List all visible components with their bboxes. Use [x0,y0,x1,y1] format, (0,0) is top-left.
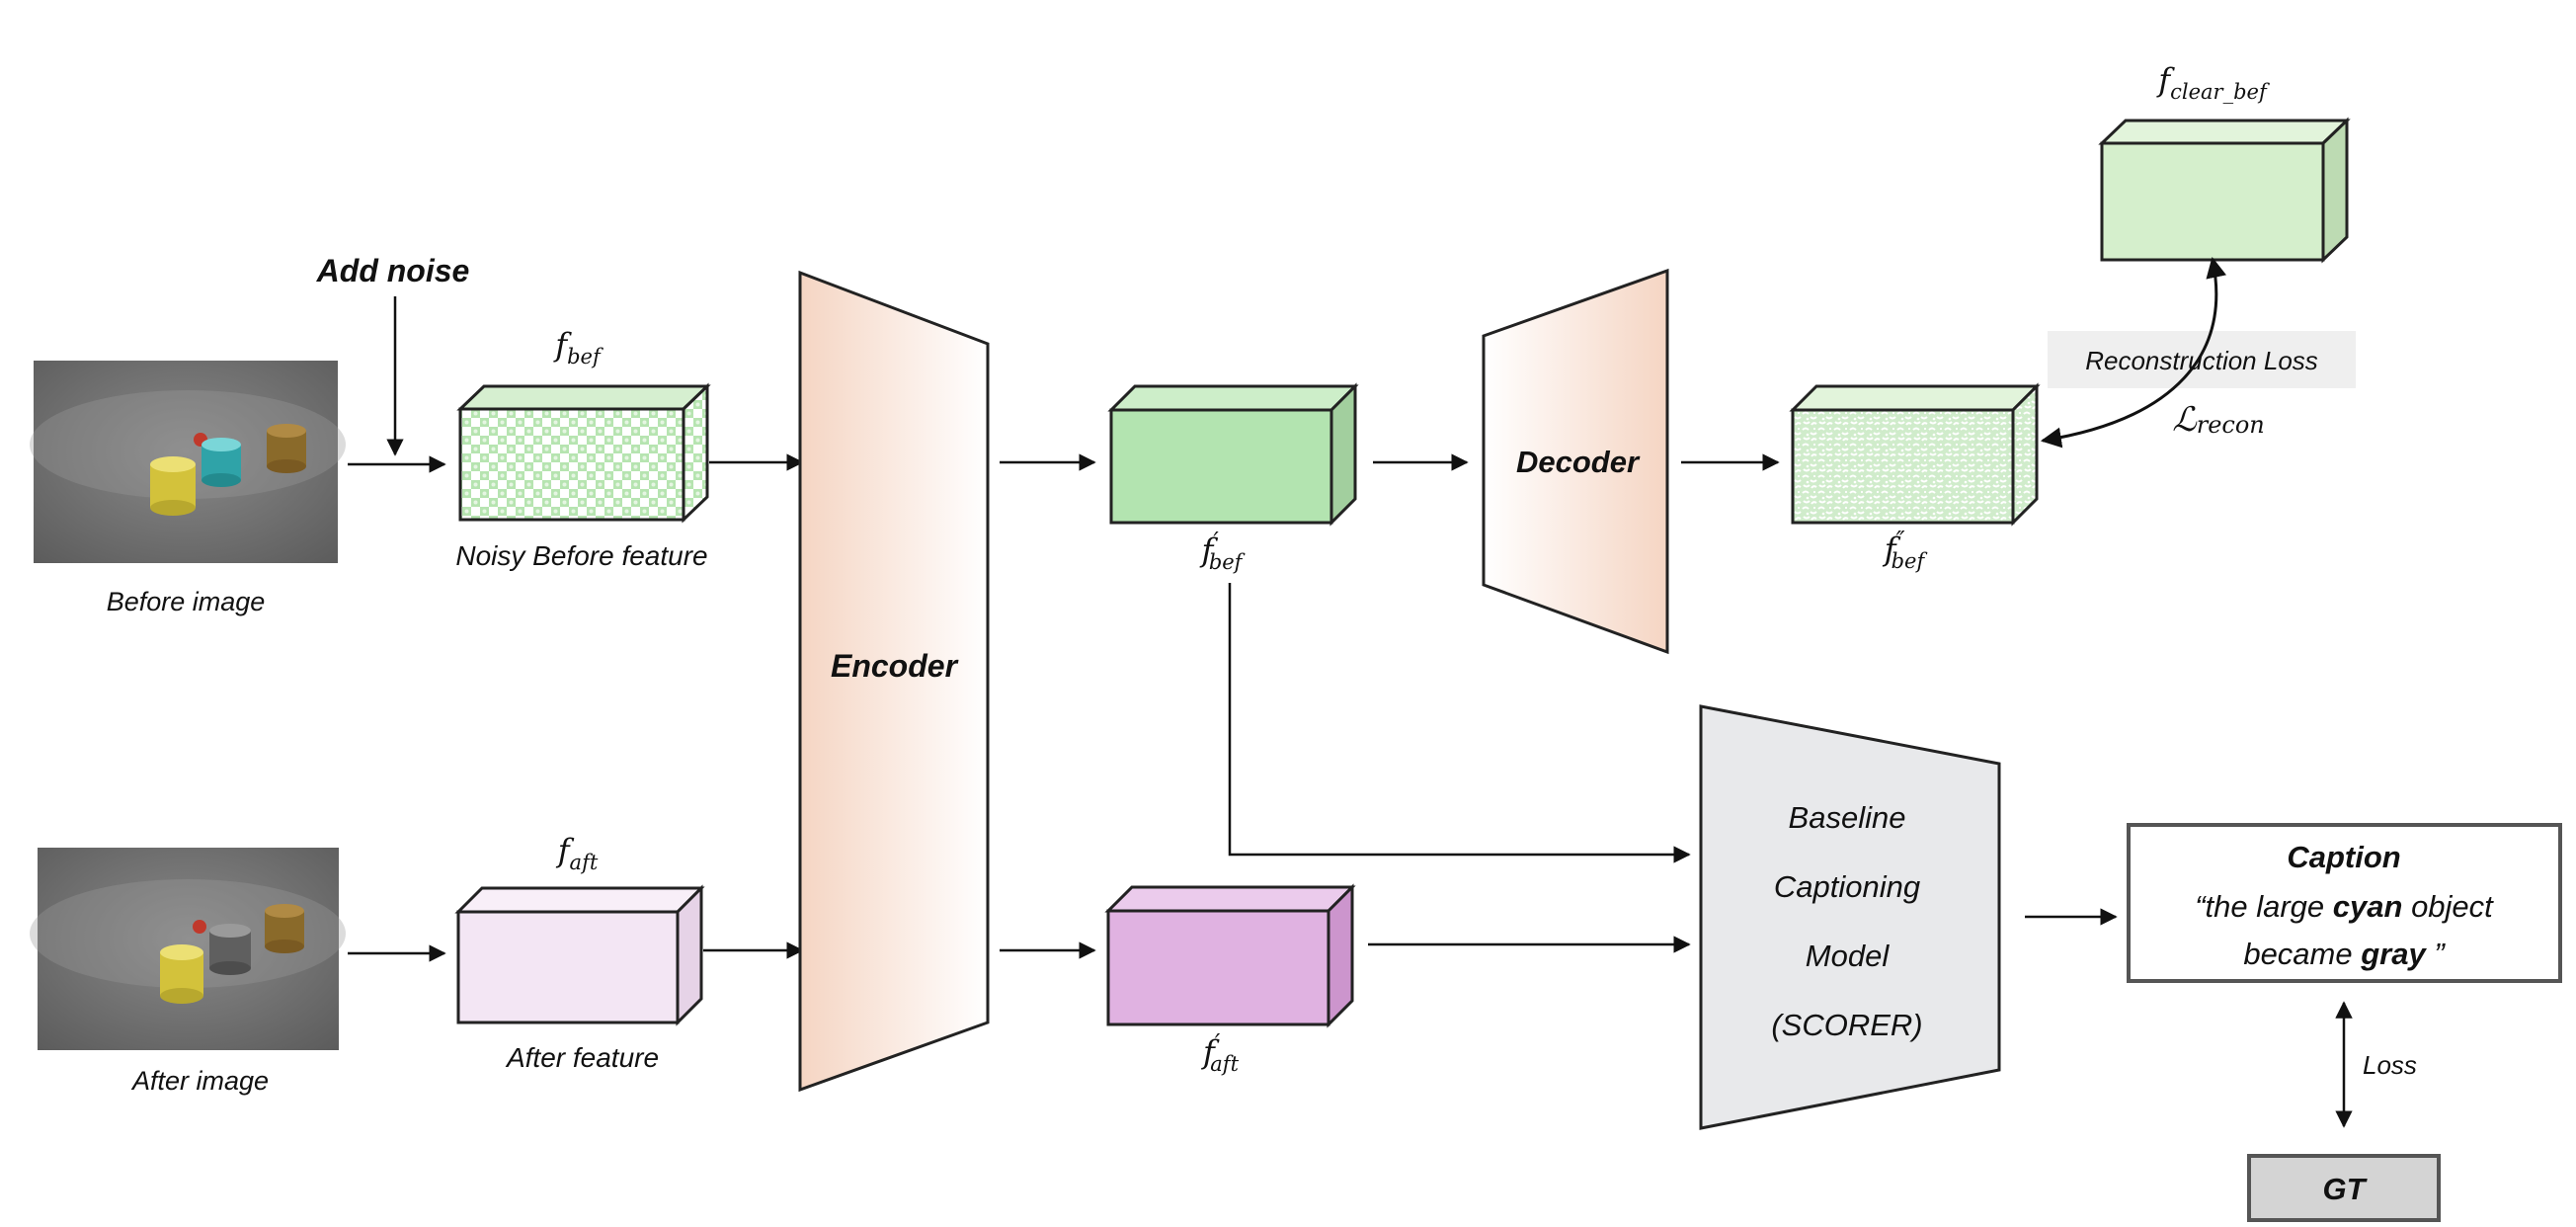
gt-label: GT [2322,1172,2368,1206]
scorer-line-3: Model [1806,939,1891,973]
f-prime-aft-symbol: f′aft [1201,1029,1240,1076]
reconstruction-loss-label: Reconstruction Loss [2085,346,2318,375]
caption-box [2127,823,2562,983]
f-bef-symbol: fbef [553,326,604,368]
encoder-label: Encoder [831,648,959,684]
f-prime-bef-symbol: f′bef [1200,528,1246,574]
scorer-line-4: (SCORER) [1771,1008,1922,1042]
f-clear-bef-cube [2098,117,2351,264]
caption-title: Caption [2287,840,2400,874]
f-prime-bef-cube [1107,382,1359,527]
l-recon-symbol: ℒrecon [2172,400,2265,440]
loss-label: Loss [2363,1050,2417,1080]
after-image-label: After image [130,1066,269,1096]
f-prime-aft-cube [1104,883,1356,1028]
after-feature-cube [454,884,705,1026]
encoder-block [798,270,990,1093]
scorer-block [1699,704,2001,1130]
f-clear-bef-symbol: fclear_bef [2156,61,2270,104]
fbef-to-scorer-arrow [1228,583,1691,863]
f-double-prime-bef-cube [1789,382,2041,527]
noisy-before-feature-label: Noisy Before feature [455,540,707,571]
caption-line-2: became gray ” [2243,937,2446,971]
decoder-block [1482,268,1669,655]
decoder-label: Decoder [1516,445,1641,479]
gt-box [2247,1154,2441,1222]
f-aft-symbol: faft [556,832,599,874]
before-image [30,361,346,563]
scorer-line-1: Baseline [1789,800,1906,835]
after-feature-label: After feature [505,1042,659,1073]
add-noise-label: Add noise [316,253,470,288]
before-image-label: Before image [107,587,266,616]
noisy-before-feature-cube [456,382,711,524]
caption-line-1: “the large cyan object [2195,889,2494,924]
f-double-prime-bef-symbol: f″bef [1883,527,1928,573]
scorer-line-2: Captioning [1774,869,1920,904]
reconstruction-loss-arrow [2040,256,2227,449]
after-image [30,848,346,1050]
